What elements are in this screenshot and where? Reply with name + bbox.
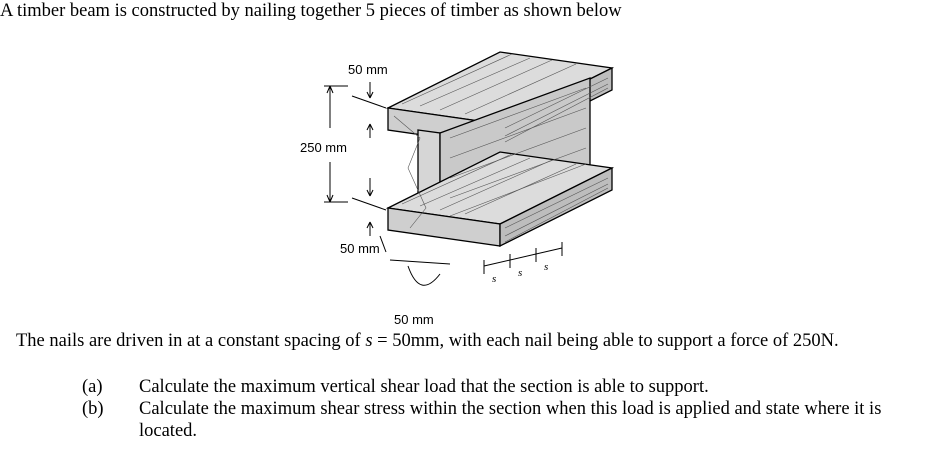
para-text-before: The nails are driven in at a constant sp… — [16, 331, 366, 351]
dim-bottom-label: 50 mm — [340, 241, 380, 256]
nail-spacing-paragraph: The nails are driven in at a constant sp… — [16, 330, 911, 352]
spacing-s-2: s — [518, 267, 522, 279]
spacing-variable: s — [365, 331, 373, 351]
spacing-s-3: s — [544, 261, 548, 273]
wood-grain — [393, 53, 609, 243]
question-b-text: Calculate the maximum shear stress withi… — [139, 399, 882, 441]
question-b-label: (b) — [82, 399, 104, 419]
timber-beam-figure: 50 mm 250 mm 50 mm 50 mm — [300, 51, 615, 327]
dim-height-label: 250 mm — [300, 140, 347, 155]
dim-web-label: 50 mm — [394, 312, 434, 327]
dim-top-label: 50 mm — [348, 62, 388, 77]
spacing-s-1: s — [492, 273, 496, 285]
question-a-label: (a) — [82, 377, 103, 397]
para-text-after: = 50mm, with each nail being able to sup… — [372, 331, 839, 351]
nail-spacing-dimension — [389, 242, 563, 286]
beam-drawing — [385, 51, 615, 248]
question-a-text: Calculate the maximum vertical shear loa… — [139, 377, 709, 397]
height-dimension — [324, 82, 387, 253]
intro-text: A timber beam is constructed by nailing … — [0, 1, 622, 21]
